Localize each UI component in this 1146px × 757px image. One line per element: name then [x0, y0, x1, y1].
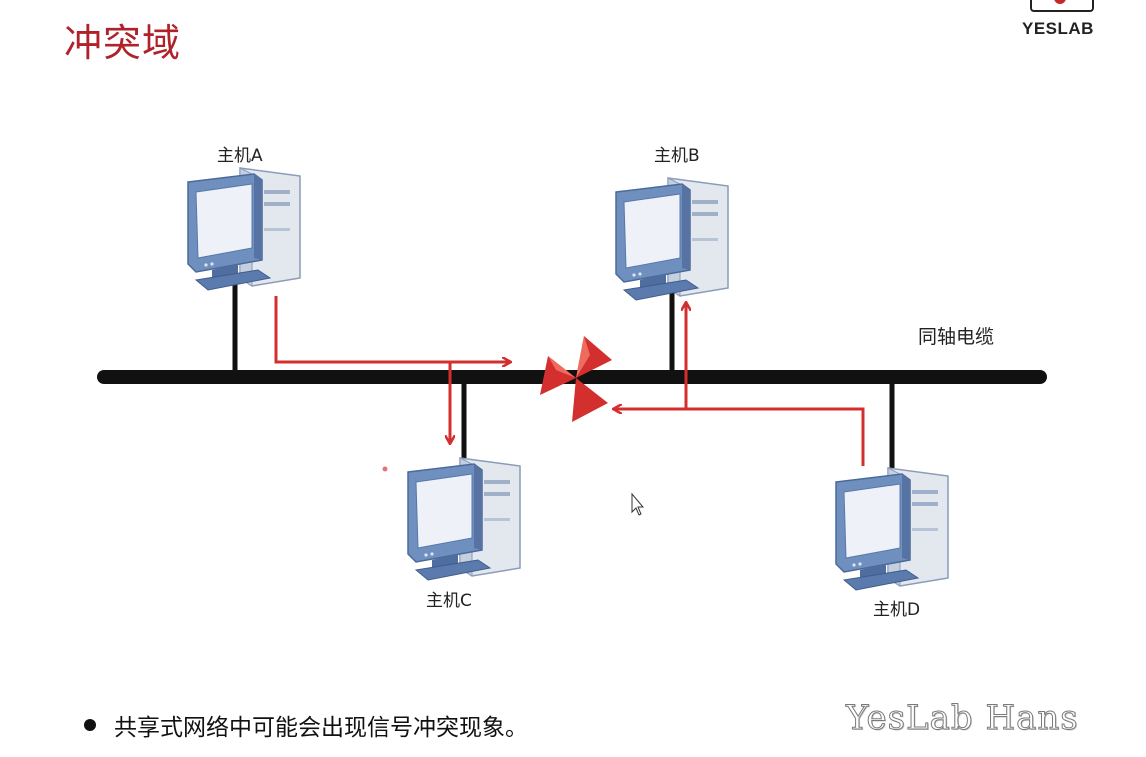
- mouse-pointer-icon: [632, 494, 643, 515]
- signal-arrow-a-to-collision: [276, 296, 510, 362]
- watermark: YesLab Hans: [846, 698, 1079, 738]
- host-c-label: 主机C: [426, 591, 472, 611]
- host-a-computer: [188, 168, 300, 290]
- stray-mark: [383, 467, 388, 472]
- host-a-label: 主机A: [217, 146, 263, 166]
- bullet-text: 共享式网络中可能会出现信号冲突现象。: [114, 708, 528, 742]
- host-d-label: 主机D: [873, 600, 920, 620]
- host-d-computer: [836, 468, 948, 590]
- coaxial-cable-label: 同轴电缆: [918, 326, 994, 348]
- signal-arrow-d-to-collision: [614, 409, 863, 466]
- host-b-label: 主机B: [654, 146, 700, 166]
- host-b-computer: [616, 178, 728, 300]
- bullet-dot-icon: [84, 719, 96, 731]
- host-c-computer: [408, 458, 520, 580]
- bullet-point: 共享式网络中可能会出现信号冲突现象。: [84, 708, 528, 742]
